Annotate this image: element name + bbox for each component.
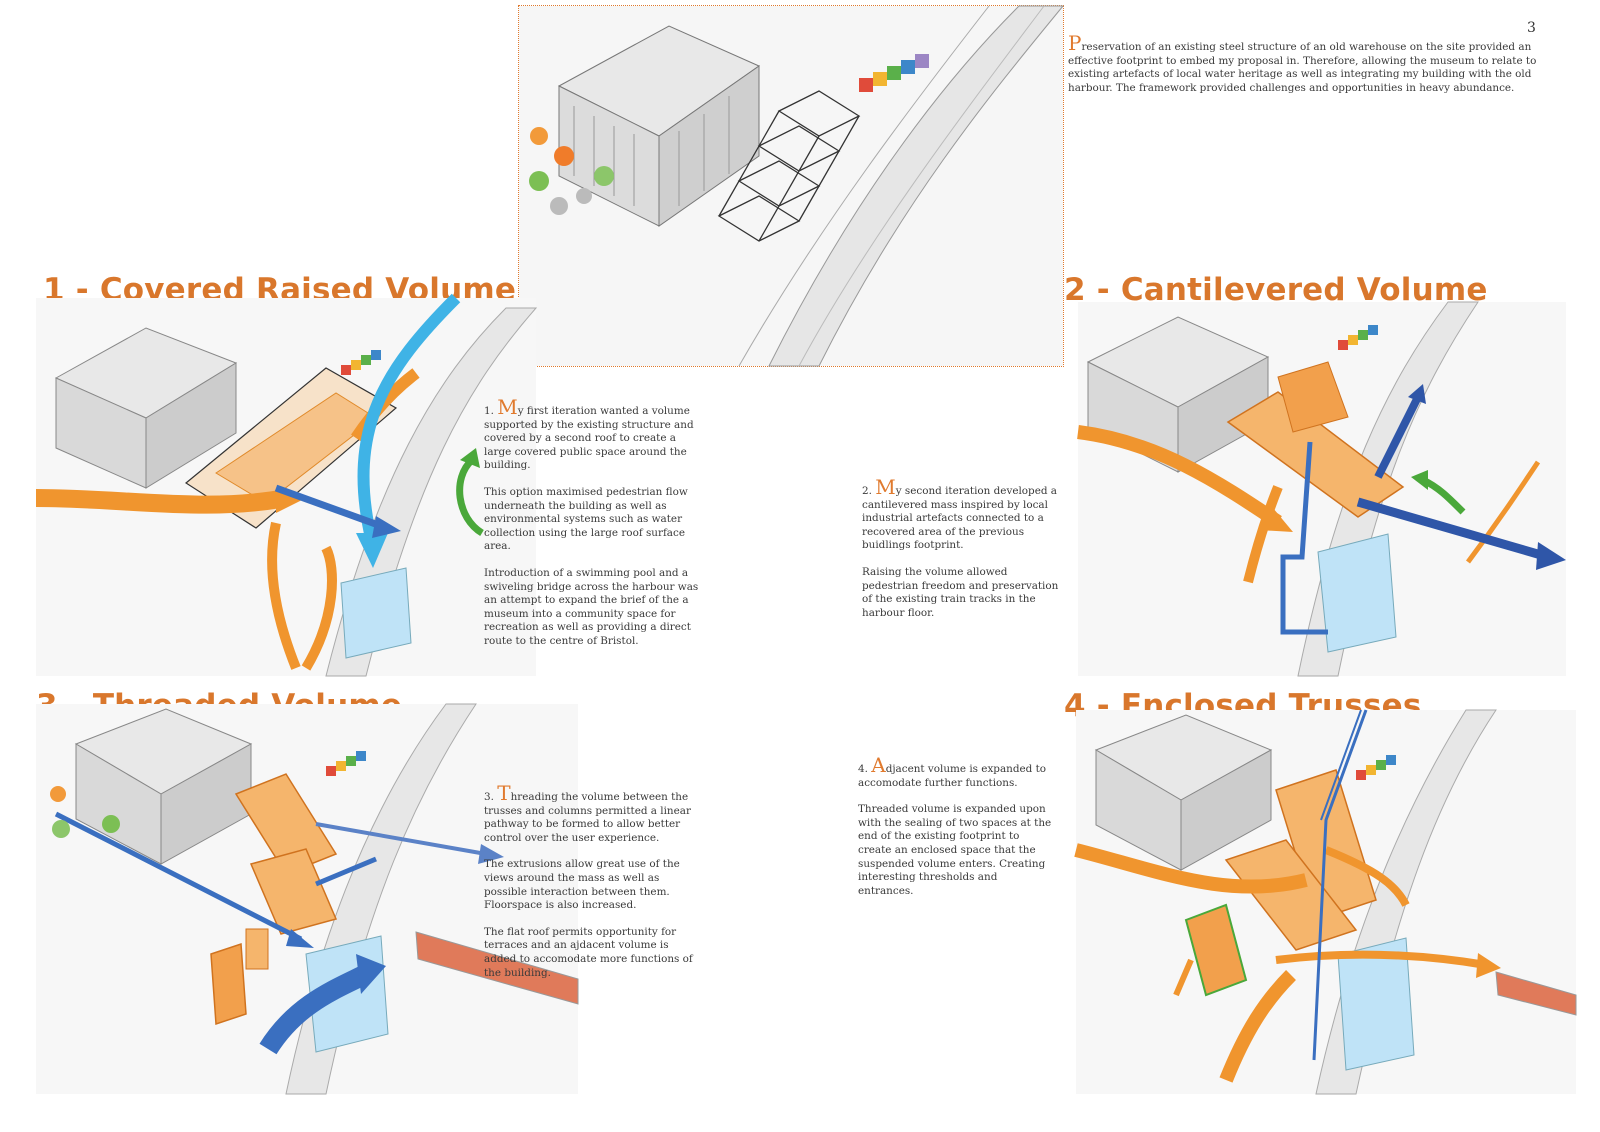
section-3-paragraph-3: The flat roof permits opportunity for te…: [484, 925, 693, 979]
section-1-dropcap: M: [497, 395, 518, 419]
section-2-dropcap: M: [875, 475, 896, 499]
section-3-drawing: [36, 703, 579, 1095]
section-4-dropcap: A: [871, 753, 886, 777]
section-2-illustration: [1077, 301, 1566, 677]
section-4-paragraph-2: Threaded volume is expanded upon with th…: [858, 803, 1052, 897]
section-3-paragraph-1: hreading the volume between the trusses …: [484, 791, 691, 844]
section-4-number: 4.: [858, 763, 868, 775]
section-1-paragraph-2: This option maximised pedestrian flow un…: [484, 485, 688, 553]
section-4-paragraph-1: djacent volume is expanded to accomodate…: [858, 763, 1047, 789]
section-1-paragraph-3: Introduction of a swimming pool and a sw…: [484, 566, 699, 647]
section-2-number: 2.: [862, 485, 872, 497]
section-3-illustration: [36, 703, 579, 1095]
section-1-text: 1. My first iteration wanted a volume su…: [484, 397, 704, 662]
section-3-paragraph-2: The extrusions allow great use of the vi…: [484, 858, 680, 912]
section-1-paragraph-1: y first iteration wanted a volume suppor…: [484, 405, 694, 472]
site-drawing: [519, 5, 1065, 367]
section-4-illustration: [1074, 709, 1577, 1095]
section-2-paragraph-2: Raising the volume allowed pedestrian fr…: [862, 565, 1059, 619]
section-2-text: 2. My second iteration developed a canti…: [862, 477, 1062, 633]
section-1-drawing: [35, 293, 538, 677]
section-4-text: 4. Adjacent volume is expanded to accomo…: [858, 755, 1056, 911]
site-existing-structure-illustration: [518, 5, 1065, 367]
intro-text: Preservation of an existing steel struct…: [1068, 33, 1556, 95]
page-number: 3: [1527, 20, 1536, 36]
intro-dropcap: P: [1068, 31, 1082, 55]
section-2-drawing: [1077, 301, 1566, 677]
section-1-number: 1.: [484, 405, 494, 417]
section-3-dropcap: T: [497, 781, 511, 805]
intro-body: reservation of an existing steel structu…: [1068, 41, 1537, 94]
section-3-text: 3. Threading the volume between the trus…: [484, 783, 702, 993]
section-2-paragraph-1: y second iteration developed a cantileve…: [862, 485, 1058, 552]
section-1-illustration: [35, 293, 538, 677]
section-3-number: 3.: [484, 791, 494, 803]
section-4-drawing: [1074, 709, 1577, 1095]
section-1-green-rotation-arrow: [456, 448, 485, 536]
